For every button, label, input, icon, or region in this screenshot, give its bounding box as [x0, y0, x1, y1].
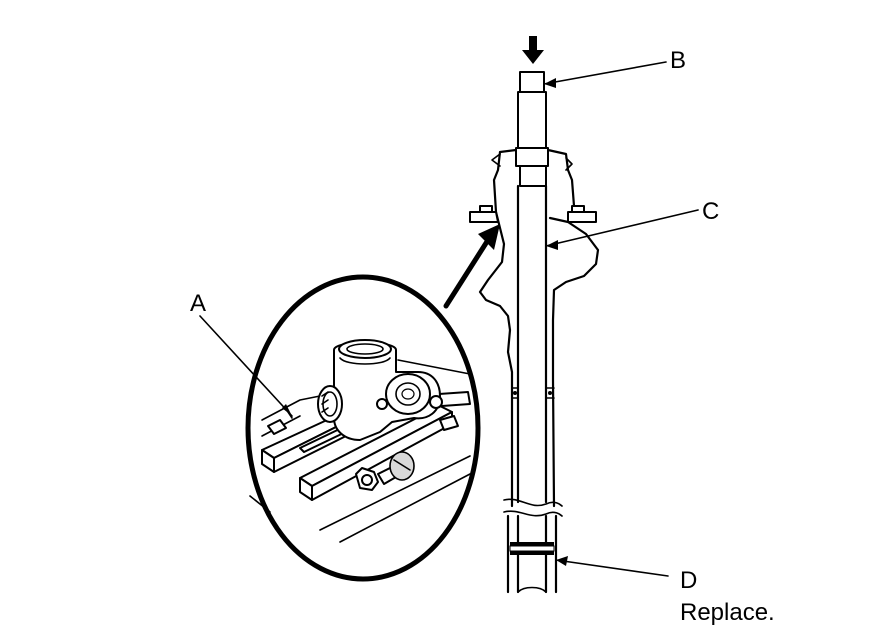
callout-b-label: B [670, 47, 686, 74]
bolt-icon [355, 451, 415, 491]
detail-inset [245, 274, 481, 582]
detail-pointer-arrow [443, 224, 500, 309]
callout-a-label: A [190, 290, 206, 317]
installer-tool [515, 71, 549, 187]
leader-lines [199, 61, 699, 577]
gearbox-housing [469, 148, 600, 508]
press-down-arrow-icon [522, 36, 544, 64]
callout-c-label: C [702, 198, 719, 225]
seal-ring [509, 542, 555, 555]
callout-d-note: Replace. [680, 599, 775, 626]
callout-d-label: D [680, 567, 697, 594]
bolt-icon [267, 415, 459, 435]
rack-tube [511, 184, 555, 504]
section-break [503, 498, 563, 517]
